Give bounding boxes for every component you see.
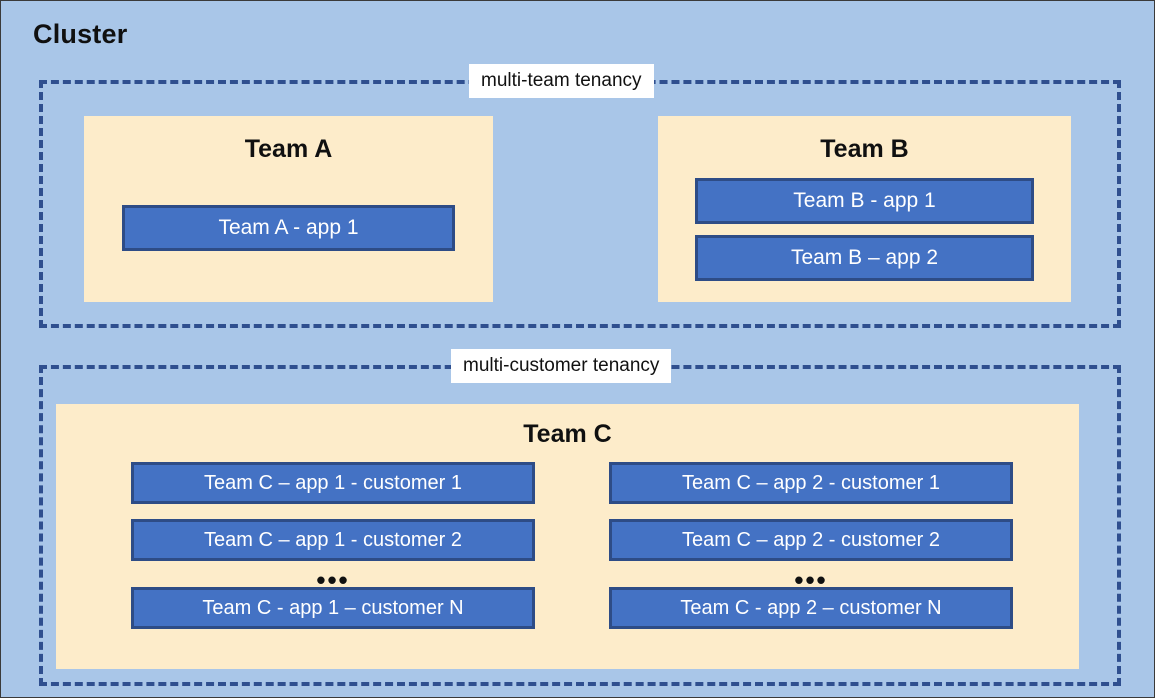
app-box-team-c-app-2-customer-1[interactable]: Team C – app 2 - customer 1 [609, 462, 1013, 504]
team-panel-team-a: Team A Team A - app 1 [84, 116, 493, 302]
app-box-team-b-app-2[interactable]: Team B – app 2 [695, 235, 1034, 281]
team-title-team-a: Team A [244, 135, 333, 163]
zone-label-multi-customer-tenancy: multi-customer tenancy [451, 349, 672, 383]
app-list-team-c-app-2: Team C – app 2 - customer 1 Team C – app… [609, 462, 1013, 629]
team-title-team-b: Team B [820, 135, 909, 163]
app-box-team-a-app-1[interactable]: Team A - app 1 [122, 205, 455, 251]
team-panel-team-c: Team C Team C – app 1 - customer 1 Team … [56, 404, 1079, 669]
ellipsis-team-c-app-2: ••• [794, 565, 828, 595]
app-box-team-c-app-2-customer-2[interactable]: Team C – app 2 - customer 2 [609, 519, 1013, 561]
team-panel-team-b: Team B Team B - app 1 Team B – app 2 [658, 116, 1071, 302]
zone-label-multi-team-tenancy: multi-team tenancy [469, 64, 654, 98]
cluster-title: Cluster [33, 19, 128, 49]
app-box-team-c-app-1-customer-2[interactable]: Team C – app 1 - customer 2 [131, 519, 535, 561]
team-title-team-c: Team C [523, 420, 612, 448]
app-list-team-c-app-1: Team C – app 1 - customer 1 Team C – app… [131, 462, 535, 629]
app-box-team-c-app-2-customer-n[interactable]: Team C - app 2 – customer N [609, 587, 1013, 629]
app-box-team-b-app-1[interactable]: Team B - app 1 [695, 178, 1034, 224]
ellipsis-team-c-app-1: ••• [316, 565, 350, 595]
app-list-team-b: Team B - app 1 Team B – app 2 [695, 178, 1034, 281]
app-list-team-a: Team A - app 1 [122, 205, 455, 251]
app-box-team-c-app-1-customer-n[interactable]: Team C - app 1 – customer N [131, 587, 535, 629]
app-box-team-c-app-1-customer-1[interactable]: Team C – app 1 - customer 1 [131, 462, 535, 504]
